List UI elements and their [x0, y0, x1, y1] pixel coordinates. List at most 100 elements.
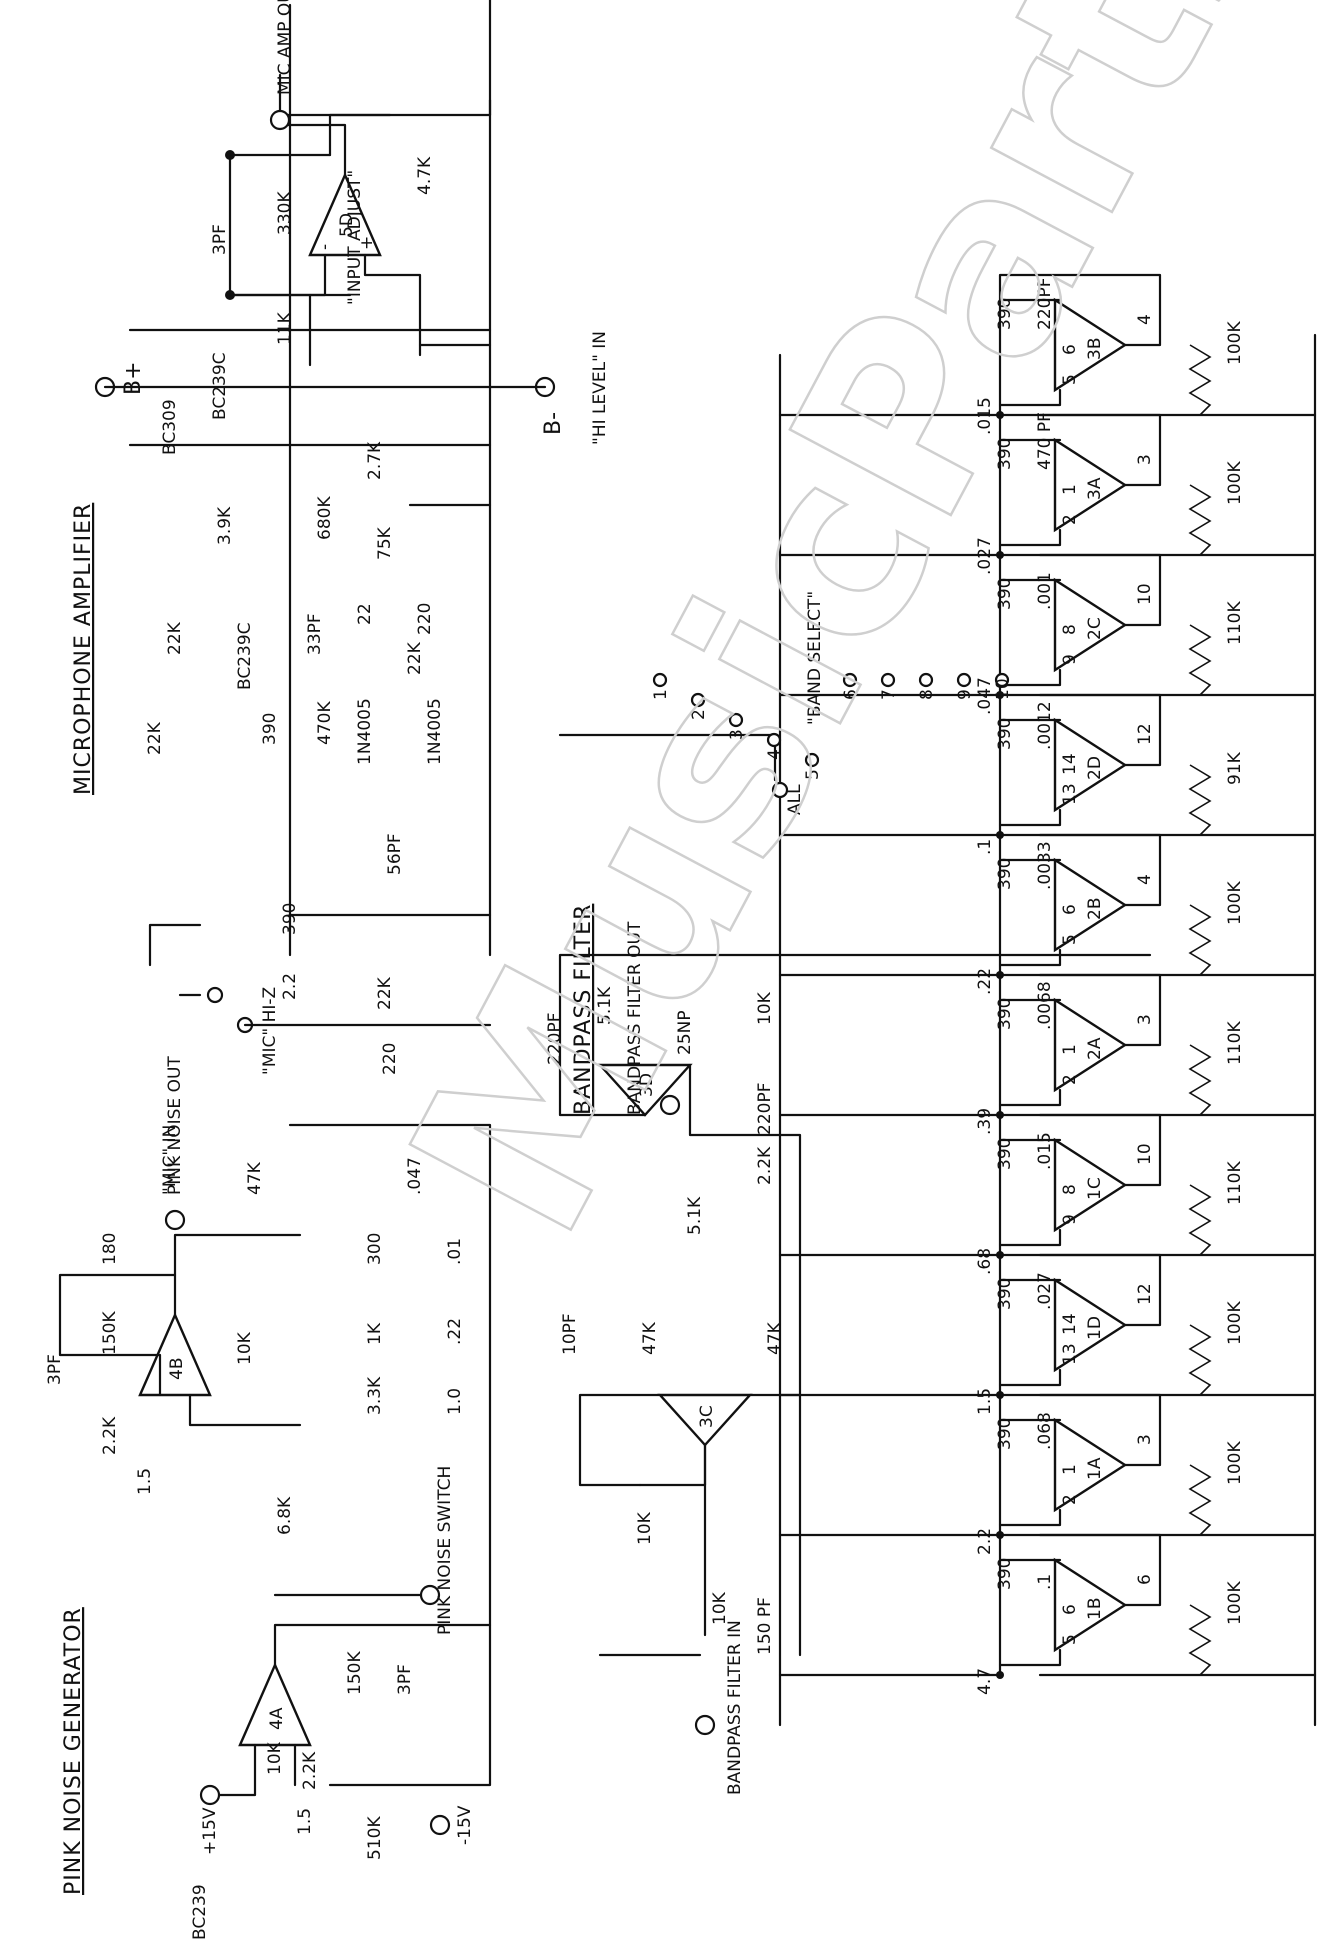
- svg-text:220PF: 220PF: [755, 1083, 775, 1135]
- capacitor-value: .1: [1035, 1574, 1055, 1590]
- bandpass-opamp-label: 2A: [1085, 1037, 1105, 1060]
- pin-number: 3: [1135, 1434, 1155, 1445]
- feedback-resistor-value: 110K: [1225, 1021, 1245, 1065]
- svg-text:5.1K: 5.1K: [595, 986, 615, 1025]
- svg-text:2.7K: 2.7K: [365, 441, 385, 480]
- switch-contact-5[interactable]: [804, 752, 820, 768]
- switch-contact-7[interactable]: [880, 672, 896, 688]
- bandpass-opamp-label: 1A: [1085, 1457, 1105, 1480]
- svg-text:2.2K: 2.2K: [100, 1416, 120, 1455]
- pin-number: 4: [1135, 874, 1155, 885]
- svg-text:10K: 10K: [755, 991, 775, 1025]
- svg-text:3PF: 3PF: [45, 1354, 65, 1385]
- svg-text:510K: 510K: [365, 1816, 385, 1860]
- opamp-4a: [238, 1662, 312, 1747]
- pin-number: 1: [1060, 484, 1080, 495]
- capacitor-value: .0068: [1035, 981, 1055, 1030]
- svg-text:22K: 22K: [145, 721, 165, 755]
- switch-contact-1[interactable]: [652, 672, 668, 688]
- switch-contact-3[interactable]: [728, 712, 744, 728]
- input-capacitor-value: .027: [975, 537, 995, 575]
- b-minus-label: B-: [541, 412, 566, 435]
- pin-number: 2: [1060, 1494, 1080, 1505]
- feedback-resistor-value: 100K: [1225, 881, 1245, 925]
- mic-amp-out-jack[interactable]: [269, 109, 291, 131]
- pin-number: 9: [1060, 1214, 1080, 1225]
- bandpass-opamp-label: 1B: [1085, 1598, 1105, 1620]
- svg-text:220PF: 220PF: [545, 1013, 565, 1065]
- svg-text:56PF: 56PF: [385, 833, 405, 875]
- bandpass-opamp-1c: [1053, 1137, 1128, 1233]
- resistor-value: 390: [995, 1558, 1015, 1590]
- input-capacitor-value: 2.2: [975, 1528, 995, 1555]
- pin-number: 3: [1135, 454, 1155, 465]
- bandpass-in-jack[interactable]: [694, 1714, 716, 1736]
- switch-position-label: 10: [993, 678, 1013, 700]
- opamp-3d: [597, 1063, 693, 1117]
- pin-number: 5: [1060, 1634, 1080, 1645]
- svg-text:10K: 10K: [710, 1591, 730, 1625]
- svg-text:1N4005: 1N4005: [425, 698, 445, 765]
- svg-text:470K: 470K: [315, 701, 335, 745]
- bandpass-opamp-label: 3A: [1085, 477, 1105, 500]
- svg-text:47K: 47K: [640, 1321, 660, 1355]
- pink-noise-out-jack[interactable]: [164, 1209, 186, 1231]
- bandpass-opamp-1b: [1053, 1557, 1128, 1653]
- switch-contact-8[interactable]: [918, 672, 934, 688]
- mic-hiz-label: "MIC" HI-Z: [260, 987, 280, 1075]
- pin-number: 6: [1060, 1604, 1080, 1615]
- pin-number: 13: [1060, 1343, 1080, 1365]
- svg-text:75K: 75K: [375, 526, 395, 560]
- pink-noise-section: PINK NOISE GENERATOR 4B 4A PINK NOISE OU…: [45, 1056, 492, 1940]
- pin-number: 8: [1060, 624, 1080, 635]
- svg-text:10K: 10K: [235, 1331, 255, 1365]
- svg-text:150 PF: 150 PF: [755, 1597, 775, 1655]
- switch-contact-9[interactable]: [956, 672, 972, 688]
- switch-position-label: 4: [765, 749, 785, 760]
- bandpass-opamp-2c: [1053, 577, 1128, 673]
- switch-contact-4[interactable]: [766, 732, 782, 748]
- plus15-label: +15V: [200, 1807, 220, 1855]
- mic-in-label: "MIC" IN: [160, 1125, 180, 1195]
- feedback-resistor-value: 91K: [1225, 751, 1245, 785]
- switch-position-label: 2: [689, 709, 709, 720]
- svg-text:6.8K: 6.8K: [275, 1496, 295, 1535]
- plus15-terminal[interactable]: [199, 1784, 221, 1806]
- bandpass-out-jack[interactable]: [659, 1094, 681, 1116]
- svg-text:4B: 4B: [167, 1358, 187, 1380]
- svg-text:10K: 10K: [635, 1511, 655, 1545]
- capacitor-value: .027: [1035, 1272, 1055, 1310]
- svg-text:2.2K: 2.2K: [755, 1146, 775, 1185]
- capacitor-value: .015: [1035, 1132, 1055, 1170]
- pin-number: 2: [1060, 514, 1080, 525]
- pin-number: 14: [1060, 1313, 1080, 1335]
- switch-contact-2[interactable]: [690, 692, 706, 708]
- pink-noise-switch-jack[interactable]: [419, 1584, 441, 1606]
- svg-text:1N4005: 1N4005: [355, 698, 375, 765]
- pin-number: 10: [1135, 1143, 1155, 1165]
- minus15-terminal[interactable]: [429, 1814, 451, 1836]
- svg-text:2.2: 2.2: [280, 973, 300, 1000]
- bandpass-opamp-label: 2C: [1085, 617, 1105, 640]
- switch-contact-10[interactable]: [994, 672, 1010, 688]
- pin-number: 3: [1135, 1014, 1155, 1025]
- svg-text:.22: .22: [445, 1318, 465, 1345]
- switch-position-label: 6: [841, 689, 861, 700]
- bandpass-title: BANDPASS FILTER: [571, 904, 596, 1115]
- mic-amp-out-label: MIC AMP OUT: [275, 0, 295, 95]
- band-select-label: "BAND SELECT": [805, 591, 825, 725]
- bandpass-opamp-3b: [1053, 297, 1128, 393]
- svg-text:3D: 3D: [637, 1073, 657, 1097]
- switch-contact-6[interactable]: [842, 672, 858, 688]
- pin-number: 13: [1060, 783, 1080, 805]
- resistor-value: 390: [995, 298, 1015, 330]
- input-capacitor-value: 1.5: [975, 1388, 995, 1415]
- svg-text:5.1K: 5.1K: [685, 1196, 705, 1235]
- pin-number: 1: [1060, 1464, 1080, 1475]
- input-adjust-label: "INPUT ADJUST": [345, 170, 365, 305]
- switch-position-label: 9: [955, 689, 975, 700]
- svg-text:3PF: 3PF: [395, 1664, 415, 1695]
- feedback-resistor-value: 100K: [1225, 1301, 1245, 1345]
